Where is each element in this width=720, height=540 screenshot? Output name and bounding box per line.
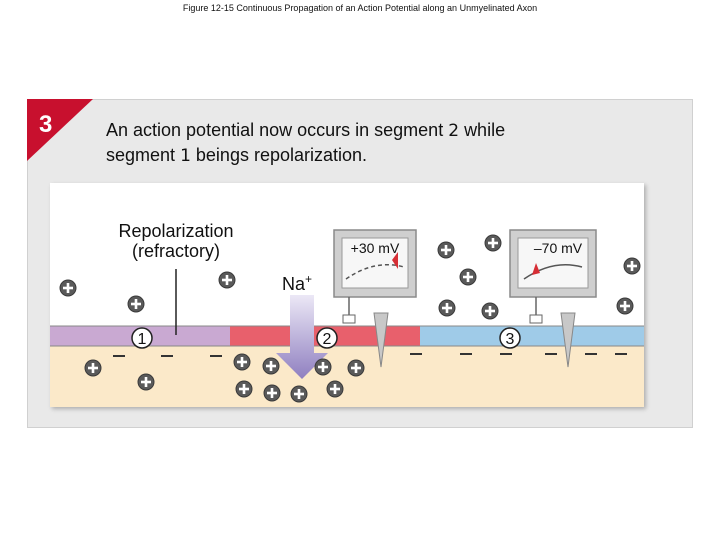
negative-charges bbox=[113, 353, 627, 357]
membrane-segment-3 bbox=[420, 326, 644, 346]
caption-text-1: An action potential now occurs in segmen… bbox=[106, 120, 444, 140]
meter-1-reading: +30 mV bbox=[351, 240, 400, 256]
repolarization-label-line1: Repolarization bbox=[118, 221, 233, 241]
segment-marker-1: 1 bbox=[131, 327, 153, 349]
step-caption: An action potential now occurs in segmen… bbox=[106, 118, 666, 168]
meter-2-electrode bbox=[560, 312, 576, 368]
caption-text-4: beings repolarization. bbox=[195, 145, 368, 165]
voltmeter-1: +30 mV bbox=[333, 229, 417, 368]
axon-diagram-svg: 1 2 3 +30 mV –70 mV Repolarization (refr… bbox=[50, 221, 644, 407]
segment-number-3: 3 bbox=[506, 331, 515, 348]
axon-diagram: 1 2 3 +30 mV –70 mV Repolarization (refr… bbox=[50, 183, 644, 407]
segment-glyph-1: 1 bbox=[180, 146, 191, 166]
repolarization-label-line2: (refractory) bbox=[132, 241, 220, 261]
meter-1-electrode bbox=[373, 312, 389, 368]
sodium-label: Na+ bbox=[282, 272, 312, 294]
figure-title: Figure 12-15 Continuous Propagation of a… bbox=[182, 3, 538, 13]
sodium-influx-arrow bbox=[276, 295, 328, 379]
meter-2-needle bbox=[532, 263, 540, 275]
meter-1-needle bbox=[392, 252, 398, 269]
caption-text-2: while bbox=[464, 120, 506, 140]
segment-number-1: 1 bbox=[138, 331, 147, 348]
segment-glyph-2: 2 bbox=[448, 121, 460, 141]
voltmeter-2: –70 mV bbox=[509, 229, 597, 368]
caption-text-3: segment bbox=[106, 145, 176, 165]
meter-2-reading: –70 mV bbox=[534, 240, 583, 256]
segment-marker-2: 2 bbox=[316, 327, 338, 349]
step-number: 3 bbox=[39, 111, 53, 138]
segment-number-2: 2 bbox=[323, 331, 332, 348]
segment-marker-3: 3 bbox=[499, 327, 521, 349]
